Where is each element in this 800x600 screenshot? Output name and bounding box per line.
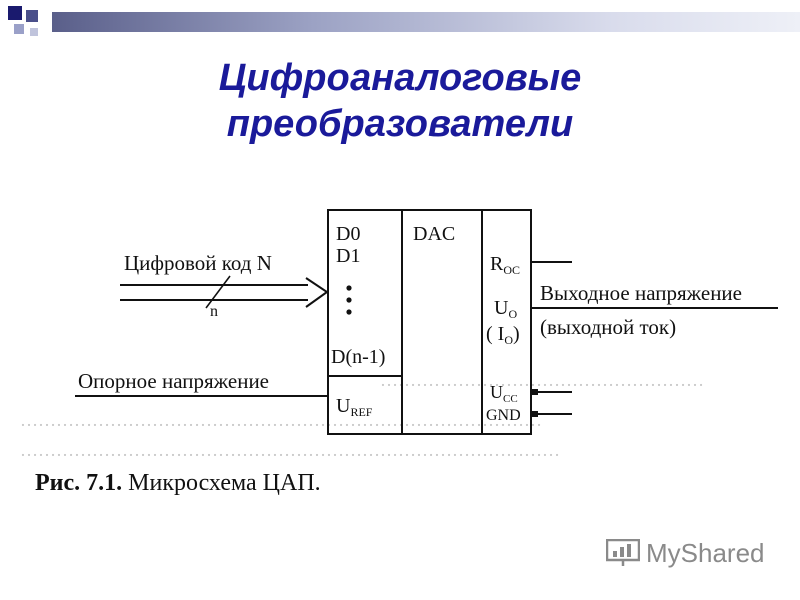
output-label-line-2: (выходной ток) — [540, 315, 676, 339]
pin-dn-1: D(n-1) — [331, 346, 385, 368]
dac-chip — [327, 209, 532, 435]
pin-d1: D1 — [336, 245, 360, 267]
pin-uo: UO — [494, 297, 517, 321]
chip-outline — [327, 209, 532, 435]
watermark: MyShared — [606, 536, 765, 570]
figure-caption: Рис. 7.1. Микросхема ЦАП. — [35, 470, 321, 497]
pin-markers — [532, 389, 538, 417]
ellipsis-dots — [346, 285, 352, 315]
scan-artifact: ……………………………………………………………………………… — [20, 440, 560, 460]
ref-voltage-label: Опорное напряжение — [78, 369, 269, 393]
slide-title-line-1: Цифроаналоговые — [218, 57, 582, 99]
scan-artifact: ……………………………………………… — [380, 370, 704, 390]
presentation-board-icon — [606, 539, 640, 566]
pin-roc: ROC — [490, 253, 520, 277]
output-label-line-1: Выходное напряжение — [540, 281, 742, 305]
pin-uref: UREF — [336, 395, 373, 419]
input-label: Цифровой код N — [124, 251, 272, 275]
slide-title: Цифроаналоговые преобразователи — [0, 55, 800, 147]
pin-gnd: GND — [486, 407, 521, 424]
watermark-text: MyShared — [646, 537, 765, 568]
input-bus-arrow — [120, 275, 329, 309]
pin-d0: D0 — [336, 223, 360, 245]
bus-width-label: n — [210, 303, 218, 320]
pin-io: ( IO) — [486, 323, 520, 347]
pin-ucc: UCC — [490, 382, 518, 405]
figure-caption-number: Рис. 7.1. — [35, 470, 123, 496]
scan-artifact: …………………………………………………………………………… — [20, 410, 542, 430]
slide-title-line-2: преобразователи — [226, 103, 574, 145]
figure-caption-text: Микросхема ЦАП. — [128, 470, 321, 496]
dac-label: DAC — [413, 223, 455, 245]
